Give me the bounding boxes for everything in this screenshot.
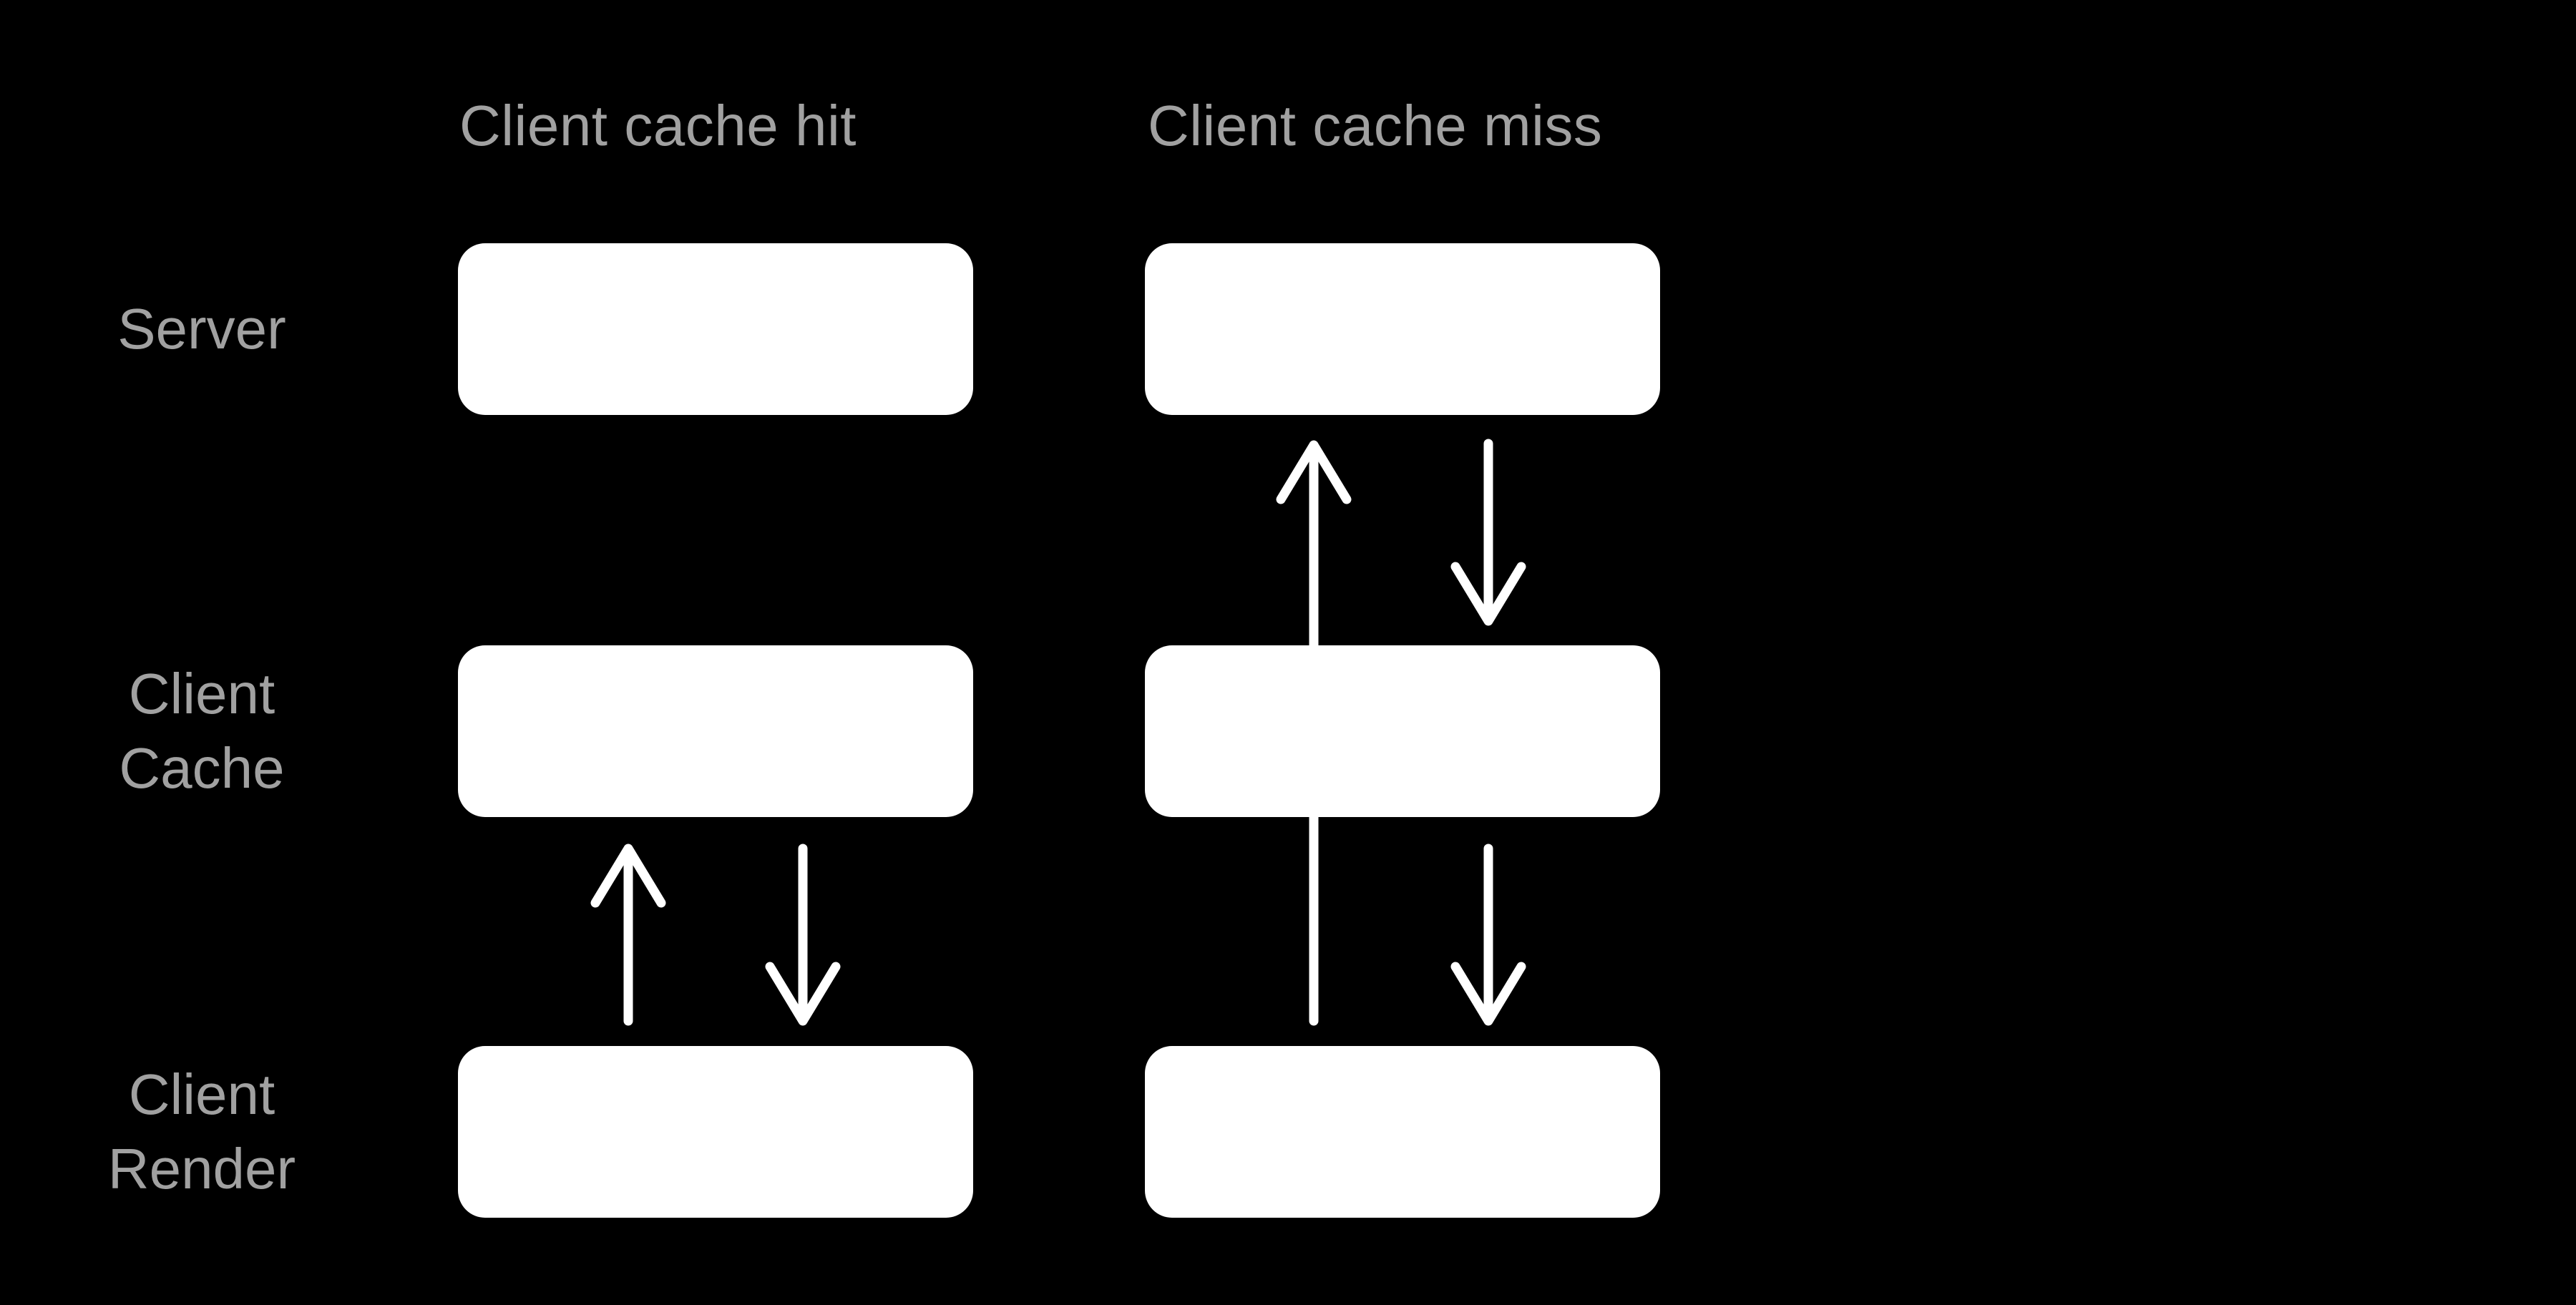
node-miss-client-render bbox=[1145, 1046, 1660, 1218]
column-header-cache-hit: Client cache hit bbox=[459, 94, 857, 157]
arrow-miss-down-upper-shaft bbox=[1450, 439, 1526, 626]
row-label-client-cache-line2: Cache bbox=[119, 736, 285, 800]
row-label-client-cache-line1: Client bbox=[128, 662, 275, 725]
row-label-client-render: Client Render bbox=[16, 1046, 388, 1218]
row-label-client-render-line2: Render bbox=[107, 1137, 296, 1201]
column-header-cache-miss: Client cache miss bbox=[1148, 94, 1603, 157]
row-label-server-line1: Server bbox=[117, 297, 286, 361]
arrow-miss-down-lower-shaft bbox=[1450, 844, 1526, 1026]
node-miss-client-cache bbox=[1145, 645, 1660, 817]
row-label-client-render-line1: Client bbox=[128, 1062, 275, 1126]
row-label-client-cache: Client Cache bbox=[16, 645, 388, 817]
arrow-miss-cache-to-render-down bbox=[1450, 844, 1526, 1026]
arrow-miss-server-to-cache-down bbox=[1450, 439, 1526, 626]
node-hit-server bbox=[458, 243, 973, 415]
arrow-hit-render-to-cache-up bbox=[590, 844, 666, 1026]
node-hit-client-cache bbox=[458, 645, 973, 817]
node-hit-client-render bbox=[458, 1046, 973, 1218]
row-label-server: Server bbox=[16, 243, 388, 415]
node-miss-server bbox=[1145, 243, 1660, 415]
arrow-hit-cache-to-render-down bbox=[765, 844, 841, 1026]
arrow-hit-down-shaft bbox=[765, 844, 841, 1026]
arrow-hit-up-shaft bbox=[590, 844, 666, 1026]
